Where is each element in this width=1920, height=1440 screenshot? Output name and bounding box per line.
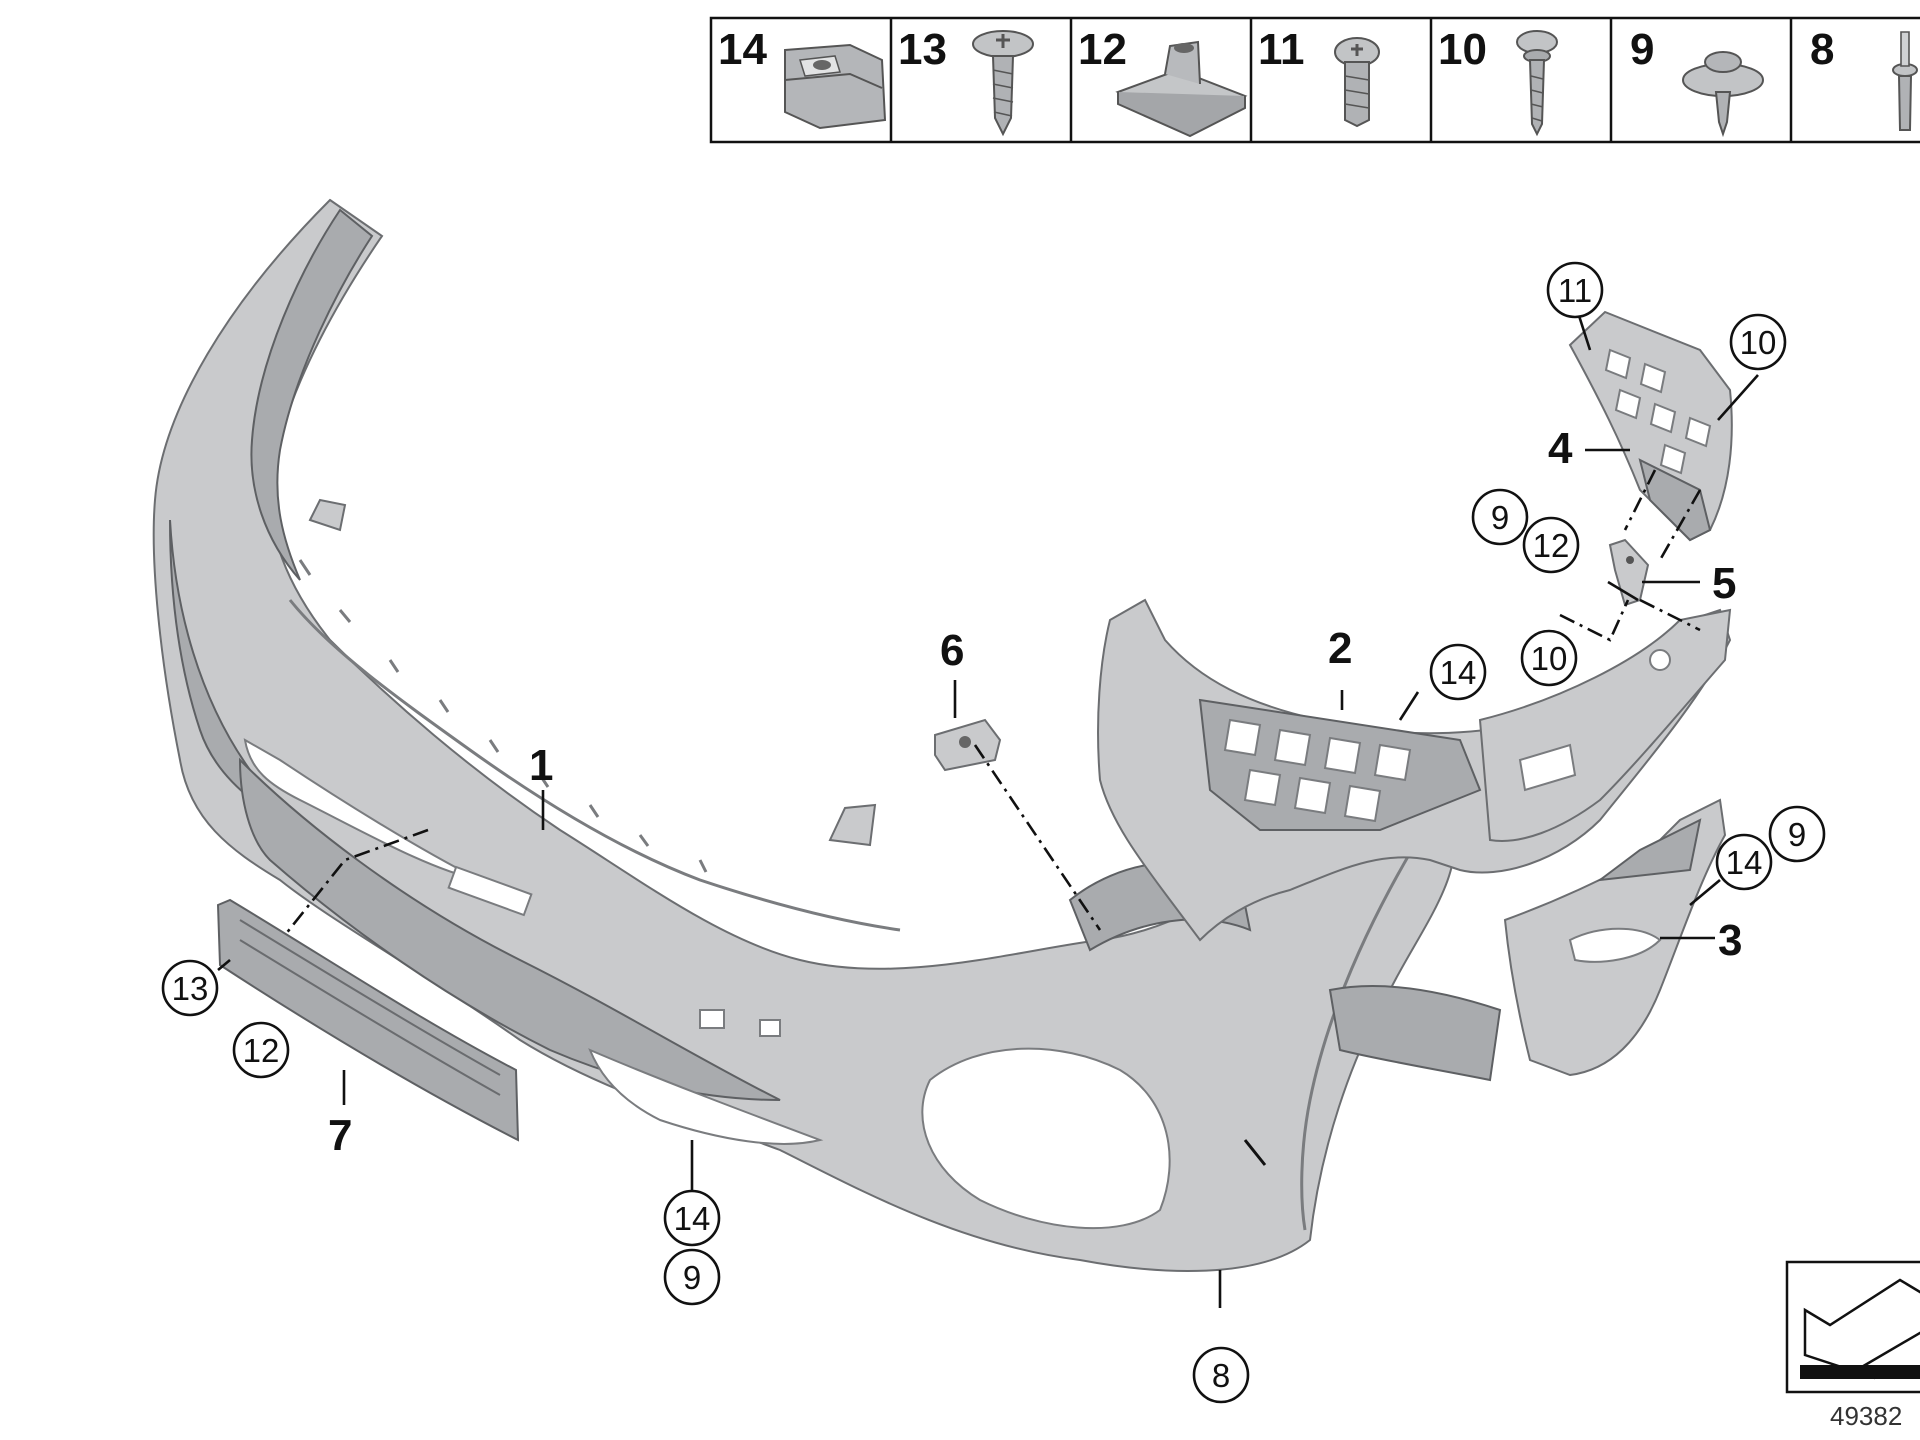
reference-code: 49382 <box>1830 1401 1902 1431</box>
direction-arrow-icon <box>1785 1260 1920 1394</box>
callout-part-4: 4 <box>1548 424 1573 473</box>
circled-callout: 9 <box>1768 805 1826 863</box>
legend-label-10: 10 <box>1438 25 1487 74</box>
flat-head-screw-icon <box>972 30 1034 137</box>
bumper-carrier <box>1097 598 1732 1082</box>
callout-part-5: 5 <box>1712 559 1736 608</box>
svg-text:12: 12 <box>1533 527 1570 564</box>
circled-callout: 12 <box>232 1021 290 1079</box>
hex-screw-icon <box>1334 37 1380 128</box>
circled-callout: 10 <box>1520 629 1578 687</box>
svg-text:12: 12 <box>243 1032 280 1069</box>
circled-callout: 10 <box>1729 313 1787 371</box>
leader-lines <box>217 296 1759 1308</box>
legend-label-8: 8 <box>1810 25 1834 74</box>
collar-screw-icon <box>1516 30 1558 137</box>
svg-text:11: 11 <box>1558 272 1592 309</box>
bumper-cover <box>152 198 1456 1273</box>
licence-plate-base <box>216 898 520 1142</box>
legend-label-11: 11 <box>1258 25 1305 74</box>
callout-part-6: 6 <box>940 626 964 675</box>
callout-part-1: 1 <box>529 741 553 790</box>
circled-callout: 14 <box>663 1189 721 1247</box>
callout-part-2: 2 <box>1328 624 1352 673</box>
svg-text:14: 14 <box>1440 654 1477 691</box>
svg-text:9: 9 <box>1491 499 1509 536</box>
legend-label-13: 13 <box>898 25 947 74</box>
circled-callout: 9 <box>1471 488 1529 546</box>
fastener-legend: 14 13 12 11 <box>709 16 1920 144</box>
side-bracket <box>1503 798 1727 1077</box>
circled-callout: 8 <box>1192 1346 1250 1404</box>
circled-callout: 13 <box>161 959 219 1017</box>
svg-text:14: 14 <box>1726 844 1763 881</box>
callout-part-7: 7 <box>328 1111 352 1160</box>
svg-text:14: 14 <box>674 1200 711 1237</box>
cage-nut-icon <box>784 43 887 130</box>
circled-callout: 11 <box>1546 261 1604 319</box>
callout-part-3: 3 <box>1718 916 1742 965</box>
svg-text:9: 9 <box>683 1259 701 1296</box>
svg-text:9: 9 <box>1788 816 1806 853</box>
svg-text:13: 13 <box>172 970 209 1007</box>
legend-label-12: 12 <box>1078 25 1127 74</box>
svg-text:10: 10 <box>1531 640 1568 677</box>
circled-callout: 9 <box>663 1248 721 1306</box>
clip-nut-icon <box>1115 40 1248 138</box>
legend-label-9: 9 <box>1630 25 1654 74</box>
circled-callout: 12 <box>1522 516 1580 574</box>
air-duct <box>1568 310 1733 542</box>
rivet-icon <box>1892 31 1918 131</box>
sensor-holder <box>934 718 1002 772</box>
legend-label-14: 14 <box>718 25 767 74</box>
circled-callout: 14 <box>1429 643 1487 701</box>
svg-text:8: 8 <box>1212 1357 1230 1394</box>
svg-text:10: 10 <box>1740 324 1777 361</box>
circled-callout: 14 <box>1715 833 1773 891</box>
washer-screw-icon <box>1682 51 1764 138</box>
